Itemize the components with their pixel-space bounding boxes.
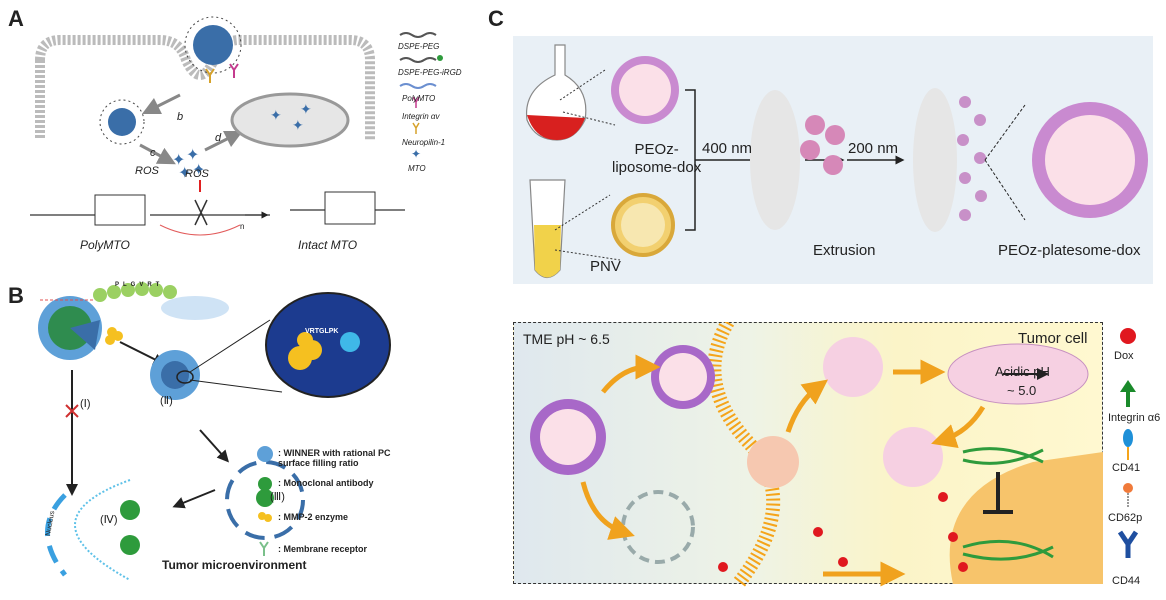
panel-c-top-diagram (525, 44, 1148, 279)
polymto-label: PolyMTO (80, 238, 130, 252)
tumor-nucleus (949, 452, 1103, 584)
panel-a-diagram: ✦ ✦ ✦ ✦ ✦ ✦ ✦ ✦ (30, 16, 443, 236)
svg-text:✦: ✦ (192, 162, 205, 179)
extrusion-label: Extrusion (813, 242, 876, 259)
step-d-label: d (215, 132, 222, 144)
micelle-internal (99, 99, 145, 145)
legend-c-dox: Dox (1114, 350, 1134, 362)
block-x (65, 404, 79, 418)
legend-a-3: PolyMTO (402, 94, 436, 103)
step-iv-label: (Ⅳ) (100, 514, 118, 526)
cd41-icon (1123, 429, 1133, 447)
400nm-label: 400 nm (702, 140, 753, 157)
degraded-liposome (621, 490, 695, 564)
peoz-liposome-dox-label: PEOz- liposome-dox (612, 141, 702, 176)
svg-text:✦: ✦ (172, 152, 185, 169)
tme-ph-label: TME pH ~ 6.5 (523, 331, 610, 347)
legend-c-cd44: CD44 (1112, 575, 1141, 587)
step-b-label: b (177, 111, 184, 123)
tumor-cell-label: Tumor cell (1018, 330, 1088, 347)
peptide-label: PLGVRT (115, 282, 164, 288)
svg-text:✦: ✦ (178, 165, 191, 182)
cd62p-icon (1123, 483, 1133, 493)
zoom-inset (265, 292, 391, 398)
legend-c-cd41: CD41 (1112, 462, 1141, 474)
cell-membrane (35, 35, 375, 140)
cell-boundary (74, 479, 131, 581)
peoz-platesome-dox-label: PEOz-platesome-dox (998, 242, 1141, 259)
svg-text:✦: ✦ (300, 101, 312, 117)
dox-icon (1120, 328, 1136, 344)
tumor-microenvironment-label: Tumor microenvironment (162, 558, 307, 572)
integrin-a6-icon (1120, 380, 1136, 392)
cd44-icon (1117, 530, 1139, 558)
panel-b-diagram (38, 282, 391, 581)
legend-winner-glyph (257, 446, 273, 462)
pnv-label: PNV (590, 258, 621, 275)
panel-letter-c: C (488, 6, 504, 31)
panel-letter-b: B (8, 283, 24, 308)
svg-text:✦: ✦ (186, 147, 199, 164)
legend-a-6: MTO (408, 164, 426, 173)
micelle-top (184, 16, 242, 74)
inset-peptide-label: VRTGLPK (305, 328, 339, 335)
nucleus (230, 92, 350, 148)
200nm-label: 200 nm (848, 140, 899, 157)
ph-value-label: ~ 5.0 (1007, 383, 1037, 398)
legend-a-1: DSPE-PEG (398, 42, 440, 51)
integrin-receptor (229, 63, 239, 78)
lipid-molecule (161, 296, 229, 320)
ros-label-1: ROS (135, 165, 159, 177)
legend-b-mmp2: : MMP-2 enzyme (278, 512, 349, 522)
legend-a-4: Integrin αv (402, 112, 440, 121)
panel-letter-a: A (8, 6, 24, 31)
legend-c-integrin: Integrin α6 (1108, 412, 1161, 424)
filter-200nm (913, 88, 957, 232)
svg-text:✦: ✦ (270, 107, 282, 123)
ros-label-2: ROS (185, 168, 209, 180)
endosome-1 (823, 337, 883, 397)
legend-b-receptor: : Membrane receptor (278, 544, 368, 554)
intact-mto-label: Intact MTO (298, 238, 358, 252)
legend-a-5: Neuropilin-1 (402, 138, 446, 147)
filter-400nm (750, 90, 800, 230)
step-c-label: c (150, 147, 156, 159)
svg-text:✦: ✦ (411, 147, 421, 161)
subscript-n: n (240, 222, 245, 231)
step-i-label: (Ⅰ) (80, 398, 91, 410)
open-vesicle (225, 460, 305, 540)
nucleus-arc (45, 493, 67, 577)
panel-c-legend-glyphs (1117, 328, 1139, 558)
legend-c-cd62p: CD62p (1108, 512, 1143, 524)
legend-b-antibody: : Monoclonal antibody (278, 478, 374, 488)
svg-text:✦: ✦ (292, 117, 304, 133)
legend-a-2: DSPE-PEG-iRGD (398, 68, 462, 77)
step-iii-label: (Ⅲ) (270, 491, 285, 503)
peptide-chain (93, 282, 177, 302)
panel-c-bottom-diagram (530, 322, 1103, 589)
legend-b-winner: : WINNER with rational PC surface fillin… (278, 448, 391, 468)
neuropilin-receptor (205, 68, 215, 83)
step-ii-label: (Ⅱ) (160, 395, 173, 407)
mto-drug-cluster: ✦ ✦ ✦ ✦ (172, 147, 205, 182)
tumor-cell-membrane (707, 322, 781, 589)
acidic-ph-label: Acidic pH (995, 364, 1050, 379)
